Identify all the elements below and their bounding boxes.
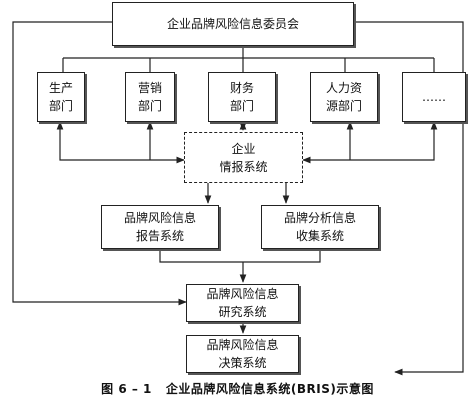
committee-label: 企业品牌风险信息委员会	[166, 17, 299, 31]
figure-title: 企业品牌风险信息系统(BRIS)示意图	[165, 382, 374, 396]
dept-production-line-2: 部门	[48, 99, 73, 113]
intelligence-line-1: 企业	[231, 141, 256, 156]
figure-number: 图 6 – 1	[101, 382, 152, 396]
dept-others-label: ……	[422, 90, 446, 104]
top-right-link	[354, 21, 464, 376]
dept-others: ……	[402, 72, 466, 122]
report-system-box: 品牌风险信息 报告系统	[101, 205, 219, 249]
decision-system-box: 品牌风险信息 决策系统	[186, 335, 299, 373]
top-to-depts-link	[62, 46, 435, 72]
dept-finance: 财务 部门	[208, 72, 276, 122]
dept-finance-line-2: 部门	[229, 99, 254, 113]
dept-marketing-line-1: 营销	[137, 81, 162, 95]
research-line-2: 研究系统	[218, 305, 267, 319]
top-left-link	[12, 21, 187, 306]
production-link	[56, 121, 185, 164]
decision-line-2: 决策系统	[218, 356, 267, 370]
dept-marketing-line-2: 部门	[137, 99, 162, 113]
dept-production: 生产 部门	[37, 72, 85, 122]
others-link	[302, 121, 438, 164]
intelligence-system-box: 企业 情报系统	[184, 132, 303, 183]
analysis-line-2: 收集系统	[295, 229, 344, 243]
research-line-1: 品牌风险信息	[206, 287, 279, 301]
merge-to-research	[159, 249, 321, 282]
dept-production-line-1: 生产	[48, 81, 73, 95]
figure-caption: 图 6 – 1 企业品牌风险信息系统(BRIS)示意图	[0, 380, 475, 397]
decision-line-1: 品牌风险信息	[206, 338, 279, 352]
analysis-system-box: 品牌分析信息 收集系统	[261, 205, 379, 249]
dept-hr-line-1: 人力资	[325, 81, 362, 95]
dept-hr: 人力资 源部门	[310, 72, 378, 122]
dept-marketing: 营销 部门	[125, 72, 175, 122]
committee-box: 企业品牌风险信息委员会	[112, 2, 354, 46]
dept-hr-line-2: 源部门	[325, 99, 362, 113]
report-line-1: 品牌风险信息	[123, 211, 196, 225]
report-line-2: 报告系统	[135, 229, 184, 243]
research-system-box: 品牌风险信息 研究系统	[186, 284, 299, 322]
analysis-line-1: 品牌分析信息	[283, 211, 356, 225]
dept-finance-line-1: 财务	[229, 81, 254, 95]
intelligence-line-2: 情报系统	[219, 159, 268, 174]
